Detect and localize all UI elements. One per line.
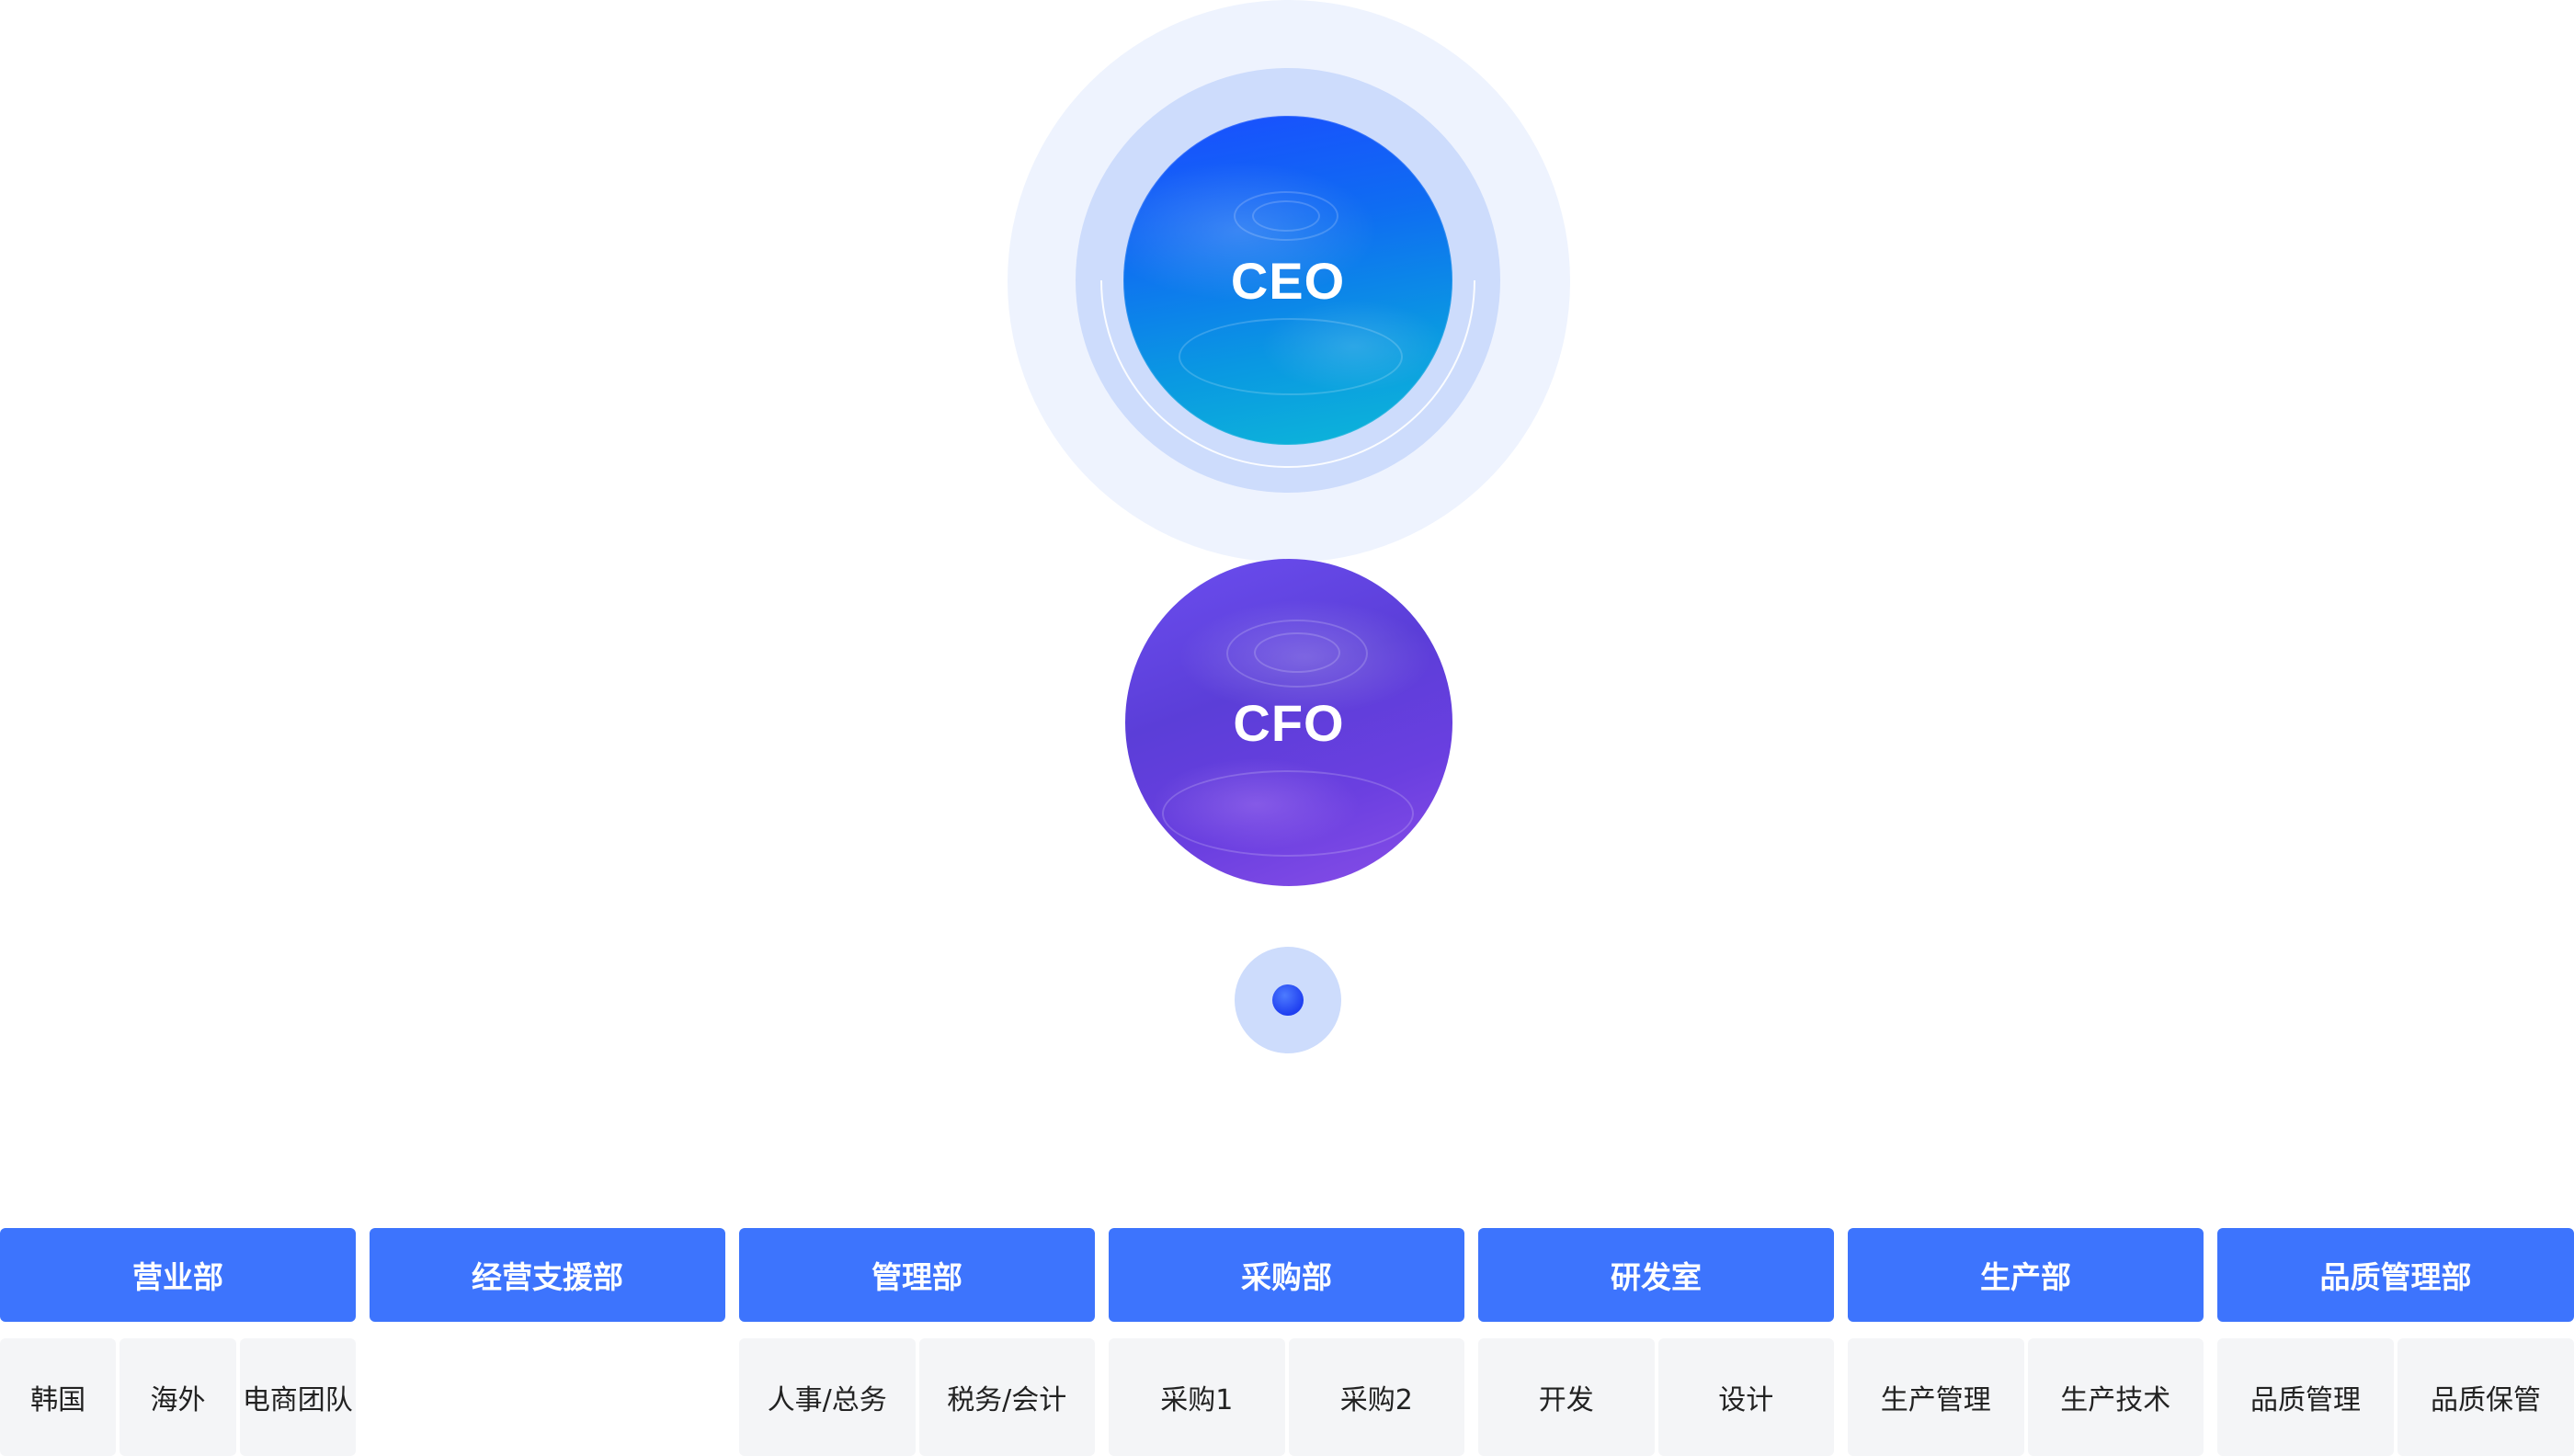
ripple-decoration xyxy=(1179,318,1403,395)
ceo-orbit-arc xyxy=(1100,279,1475,468)
dept-management: 管理部 人事/总务 税务/会计 xyxy=(739,1228,1095,1456)
dept-header-quality[interactable]: 品质管理部 xyxy=(2217,1228,2574,1322)
connector-dot xyxy=(1272,984,1304,1016)
subunit-design[interactable]: 设计 xyxy=(1657,1338,1834,1456)
dept-header-business-support[interactable]: 经营支援部 xyxy=(370,1228,725,1322)
dept-header-rnd[interactable]: 研发室 xyxy=(1478,1228,1834,1322)
subunit-purchasing-2[interactable]: 采购2 xyxy=(1288,1338,1464,1456)
subunit-purchasing-1[interactable]: 采购1 xyxy=(1109,1338,1285,1456)
dept-subunits: 韩国 海外 电商团队 xyxy=(0,1338,356,1456)
subunit-hr-general[interactable]: 人事/总务 xyxy=(739,1338,916,1456)
ripple-decoration xyxy=(1162,770,1414,857)
subunit-ecommerce-team[interactable]: 电商团队 xyxy=(239,1338,356,1456)
dept-quality: 品质管理部 品质管理 品质保管 xyxy=(2217,1228,2574,1456)
cfo-label: CFO xyxy=(1233,693,1345,752)
dept-business-support: 经营支援部 xyxy=(370,1228,725,1456)
subunit-tax-accounting[interactable]: 税务/会计 xyxy=(918,1338,1095,1456)
dept-production: 生产部 生产管理 生产技术 xyxy=(1848,1228,2204,1456)
subunit-overseas[interactable]: 海外 xyxy=(120,1338,236,1456)
dept-header-production[interactable]: 生产部 xyxy=(1848,1228,2204,1322)
dept-subunits: 品质管理 品质保管 xyxy=(2217,1338,2574,1456)
ripple-decoration xyxy=(1226,620,1368,688)
ceo-node[interactable]: CEO xyxy=(1123,116,1452,445)
subunit-quality-management[interactable]: 品质管理 xyxy=(2217,1338,2394,1456)
dept-sales: 营业部 韩国 海外 电商团队 xyxy=(0,1228,356,1456)
cfo-node[interactable]: CFO xyxy=(1125,559,1452,886)
subunit-quality-storage[interactable]: 品质保管 xyxy=(2397,1338,2574,1456)
dept-rnd: 研发室 开发 设计 xyxy=(1478,1228,1834,1456)
ceo-label: CEO xyxy=(1230,251,1346,310)
dept-purchasing: 采购部 采购1 采购2 xyxy=(1109,1228,1464,1456)
dept-header-purchasing[interactable]: 采购部 xyxy=(1109,1228,1464,1322)
dept-header-management[interactable]: 管理部 xyxy=(739,1228,1095,1322)
dept-header-sales[interactable]: 营业部 xyxy=(0,1228,356,1322)
dept-subunits: 人事/总务 税务/会计 xyxy=(739,1338,1095,1456)
dept-subunits: 开发 设计 xyxy=(1478,1338,1834,1456)
subunit-production-management[interactable]: 生产管理 xyxy=(1848,1338,2024,1456)
dept-subunits: 生产管理 生产技术 xyxy=(1848,1338,2204,1456)
subunit-production-technology[interactable]: 生产技术 xyxy=(2027,1338,2204,1456)
subunit-korea[interactable]: 韩国 xyxy=(0,1338,117,1456)
department-row: 营业部 韩国 海外 电商团队 经营支援部 管理部 人事/总务 税务/会计 采购部… xyxy=(0,1228,2574,1456)
subunit-development[interactable]: 开发 xyxy=(1478,1338,1655,1456)
ripple-decoration xyxy=(1234,191,1338,241)
dept-subunits: 采购1 采购2 xyxy=(1109,1338,1464,1456)
